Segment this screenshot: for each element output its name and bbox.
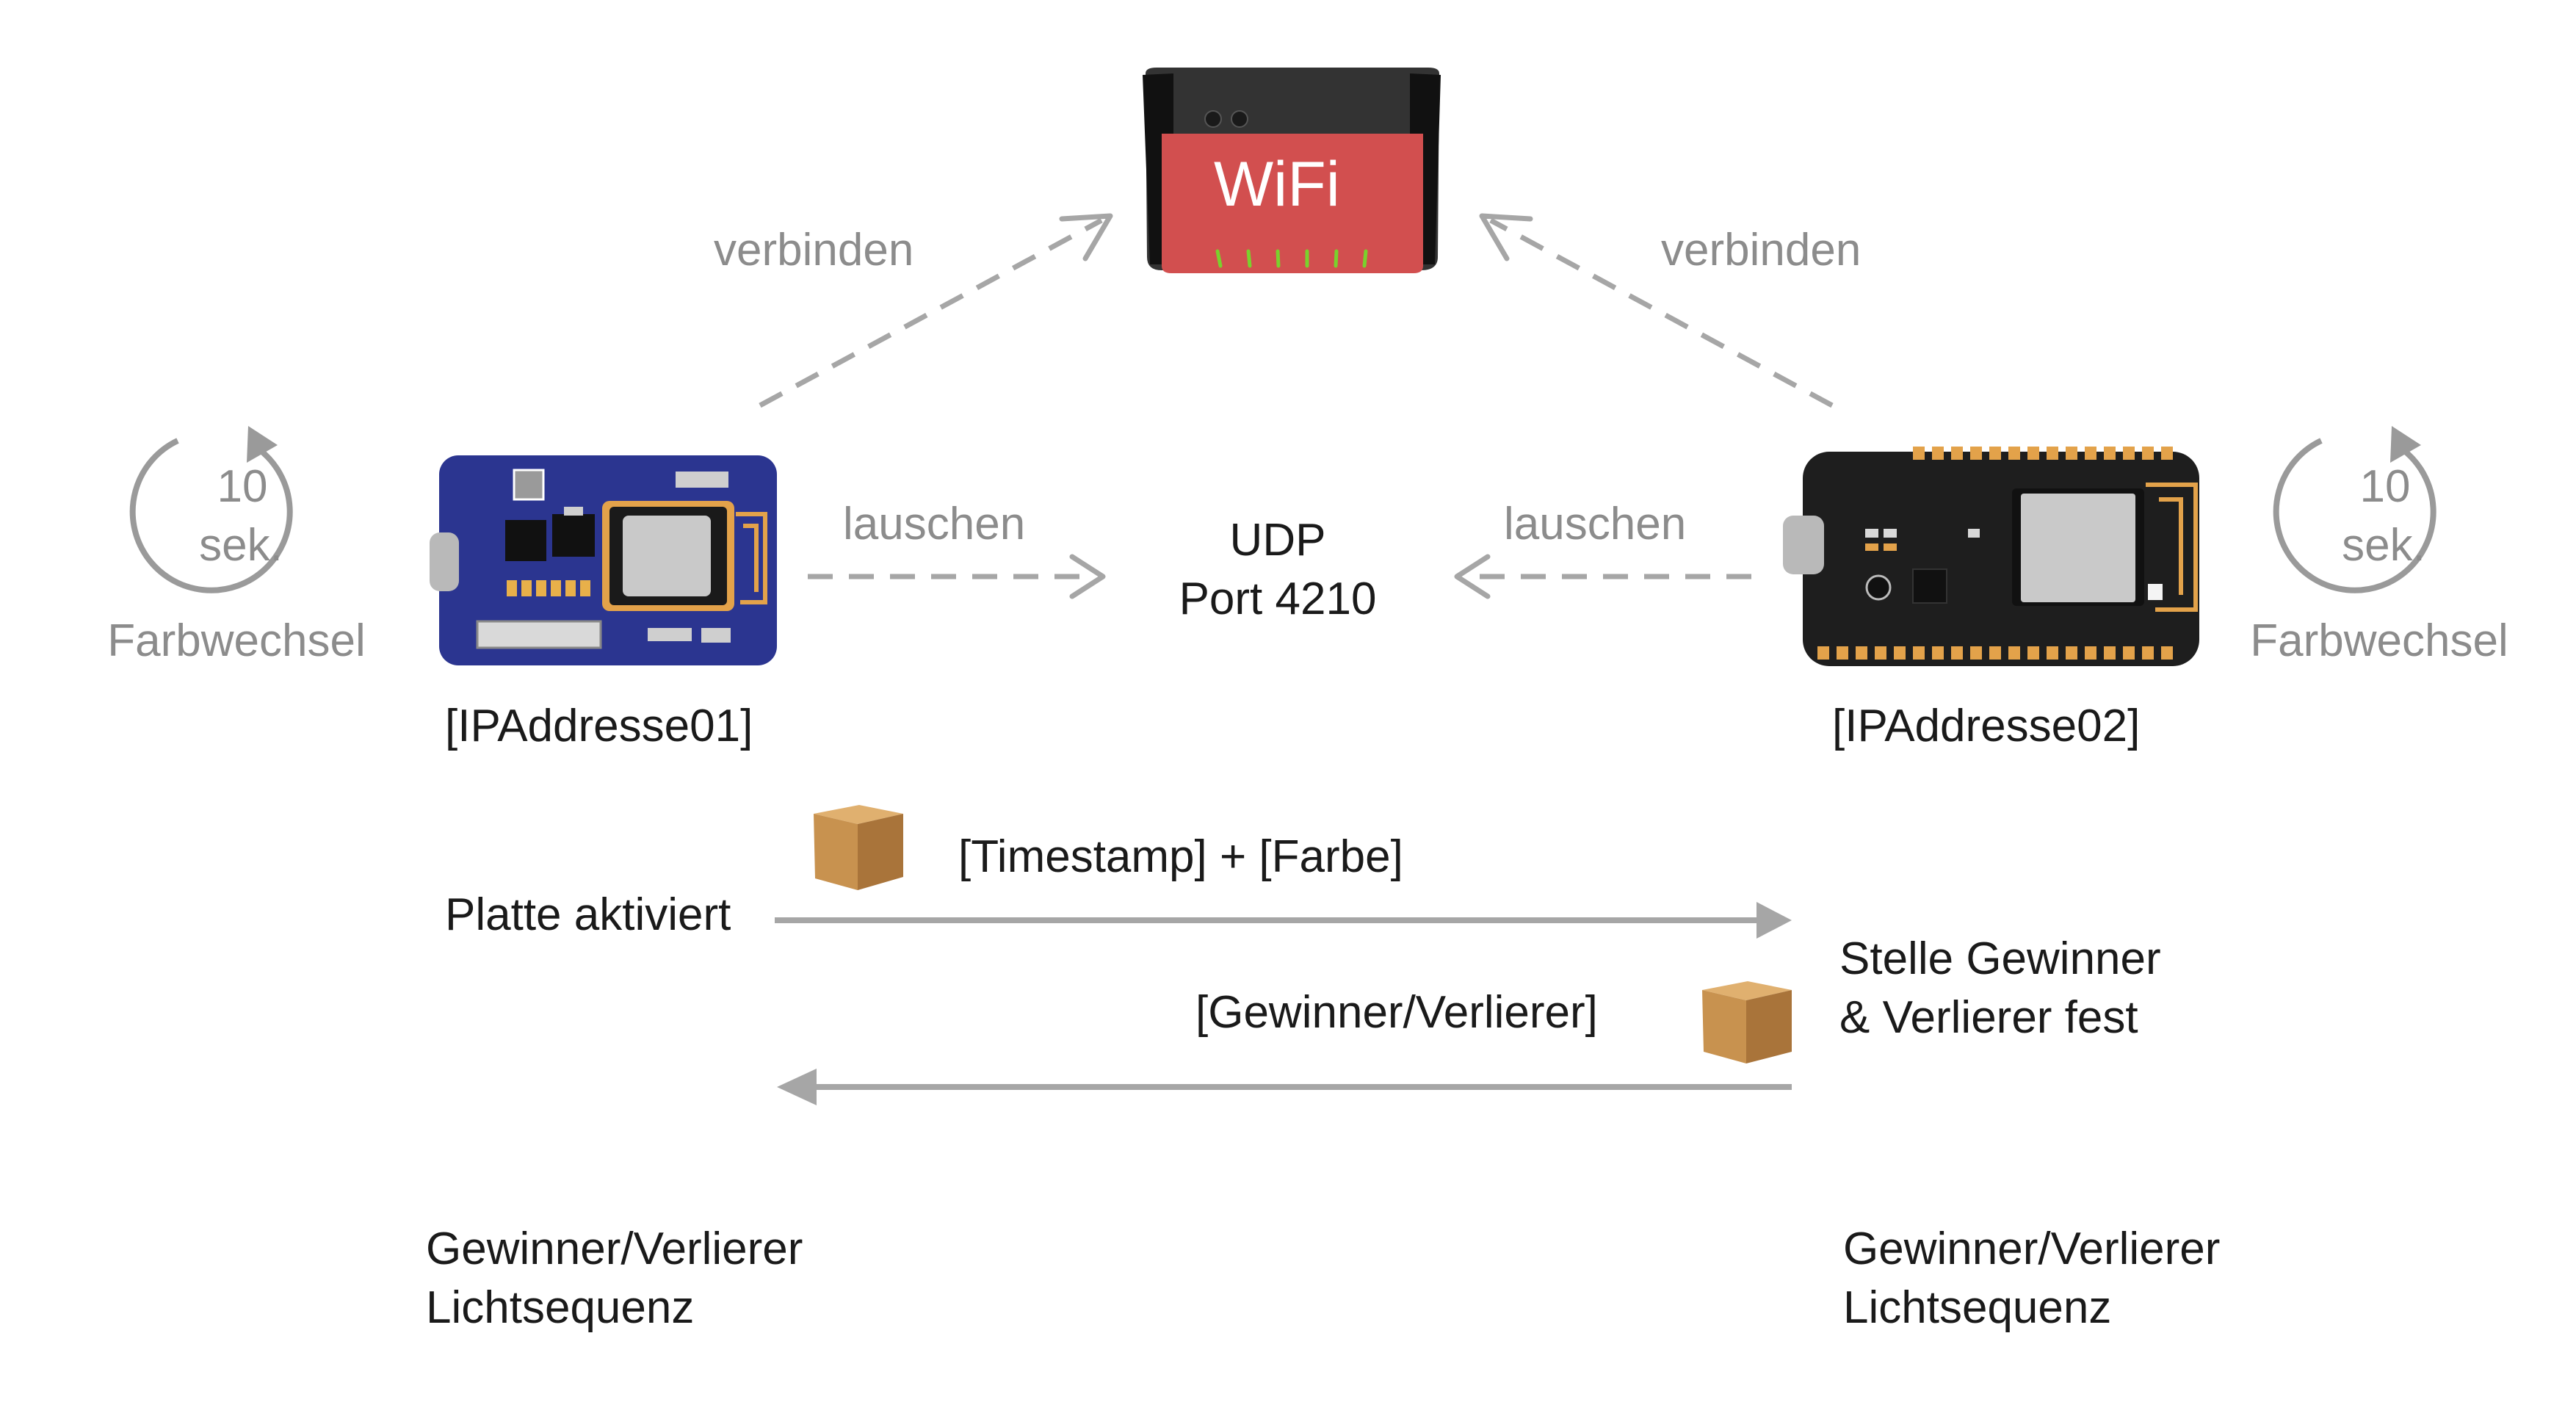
- package-icon-1: [814, 805, 903, 890]
- timer-unit-right: sek.: [2342, 520, 2425, 571]
- timer-label-left: Farbwechsel: [107, 615, 366, 666]
- router-led-bars: [1215, 249, 1368, 268]
- sequence-label-right-line2: Lichtsequenz: [1843, 1282, 2112, 1333]
- udp-port-label: Port 4210: [1179, 574, 1377, 624]
- router-label: WiFi: [1214, 149, 1340, 220]
- connect-label-right: verbinden: [1661, 225, 1862, 275]
- timer-label-right: Farbwechsel: [2250, 615, 2508, 666]
- arrowheads-open: [1059, 213, 1533, 599]
- header-pins-bottom: [1817, 646, 2173, 660]
- wifi-router-icon: [1143, 68, 1441, 273]
- determine-label-line2: & Verlierer fest: [1839, 992, 2138, 1043]
- payload-label: [Timestamp] + [Farbe]: [958, 831, 1403, 882]
- connection-arrows: [759, 217, 1834, 579]
- timer-value-right: 10: [2359, 461, 2411, 512]
- timer-value-left: 10: [217, 461, 268, 512]
- udp-protocol-label: UDP: [1229, 515, 1326, 566]
- listen-label-right: lauschen: [1504, 499, 1687, 549]
- activated-label: Platte aktiviert: [445, 889, 731, 940]
- message-arrow-reply: [777, 1069, 1792, 1105]
- timer-unit-left: sek.: [199, 520, 283, 571]
- determine-label-line1: Stelle Gewinner: [1839, 933, 2161, 984]
- connect-label-left: verbinden: [714, 225, 914, 275]
- device-address-right: [IPAddresse02]: [1832, 701, 2141, 751]
- listen-label-left: lauschen: [843, 499, 1026, 549]
- device-address-left: [IPAddresse01]: [445, 701, 753, 751]
- message-arrow-forward: [775, 902, 1792, 939]
- header-pins-top: [1913, 447, 2173, 460]
- reply-label: [Gewinner/Verlierer]: [1195, 987, 1598, 1038]
- device-board-right-icon: [1783, 447, 2199, 666]
- timer-icon-right: [2273, 426, 2436, 593]
- sequence-label-left-line2: Lichtsequenz: [426, 1282, 695, 1333]
- sequence-label-left-line1: Gewinner/Verlierer: [426, 1224, 803, 1274]
- sequence-label-right-line1: Gewinner/Verlierer: [1843, 1224, 2221, 1274]
- package-icon-2: [1702, 981, 1792, 1063]
- timer-icon-left: [129, 426, 293, 593]
- device-board-left-icon: [430, 455, 777, 665]
